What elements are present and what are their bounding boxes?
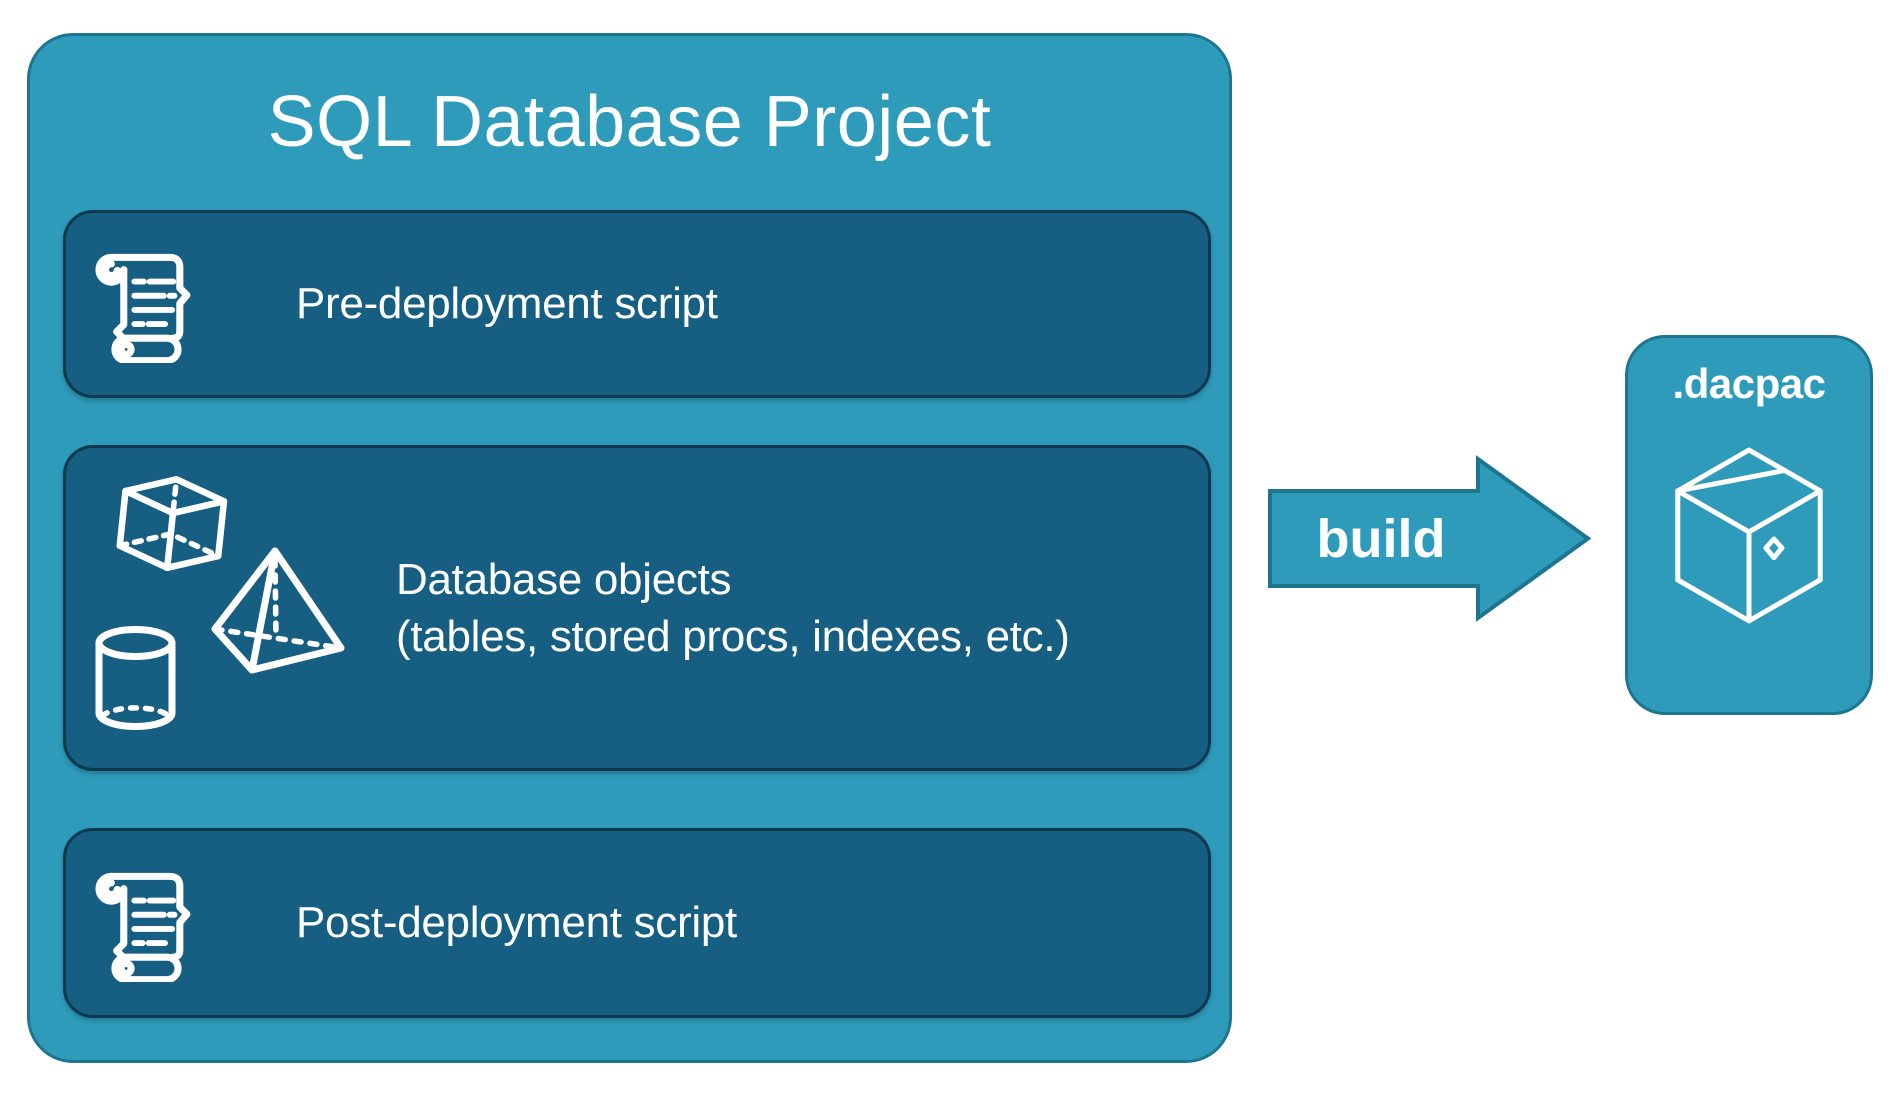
panel-content: Pre-deployment script xyxy=(66,213,1208,395)
pyramid-icon xyxy=(206,547,345,674)
scroll-icon xyxy=(86,864,204,982)
build-arrow-icon xyxy=(1268,455,1592,622)
panel-content: Post-deployment script xyxy=(66,831,1208,1015)
scroll-icon xyxy=(86,245,204,363)
package-icon xyxy=(1660,434,1838,644)
panel-label: Post-deployment script xyxy=(296,898,737,947)
dacpac-card: .dacpac xyxy=(1625,335,1873,715)
panel-post-deployment-script: Post-deployment script xyxy=(63,828,1211,1018)
objects-label-line1: Database objects xyxy=(396,554,732,604)
panel-pre-deployment-script: Pre-deployment script xyxy=(63,210,1211,398)
objects-label-line2: (tables, stored procs, indexes, etc.) xyxy=(396,612,1070,661)
cylinder-icon xyxy=(92,626,179,731)
project-title: SQL Database Project xyxy=(267,82,992,162)
cube-icon xyxy=(109,468,234,585)
dacpac-title: .dacpac xyxy=(1672,360,1826,407)
panel-label: Database objects (tables, stored procs, … xyxy=(396,551,1070,665)
build-label: build xyxy=(1316,508,1446,569)
panel-label: Pre-deployment script xyxy=(296,279,718,328)
panel-database-objects: Database objects (tables, stored procs, … xyxy=(63,445,1211,771)
sql-database-project-container: SQL Database Project xyxy=(27,33,1232,1063)
